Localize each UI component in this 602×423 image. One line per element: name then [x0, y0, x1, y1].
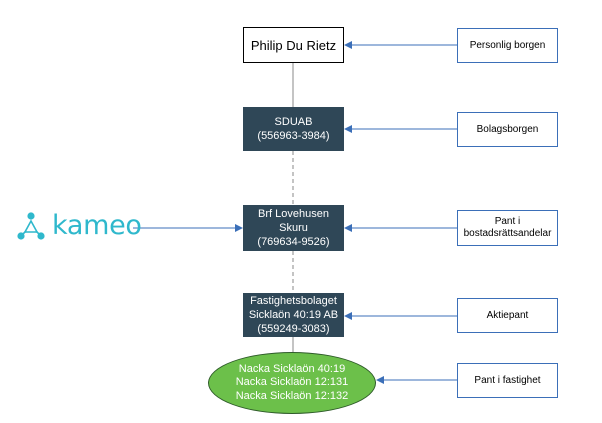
- kameo-logo: kameo: [16, 211, 142, 241]
- tenant-ownership-pledge-label-line1: Pant i: [494, 216, 521, 227]
- brf-name-line2: Skuru: [279, 222, 308, 234]
- brf-box: Brf Lovehusen Skuru (769634-9526): [243, 205, 344, 251]
- fastighetsbolaget-name-line2: Sicklaön 40:19 AB: [248, 309, 339, 321]
- fastighetsbolaget-org-number: (559249-3083): [257, 323, 330, 335]
- personal-guarantee-label: Personlig borgen: [469, 39, 546, 51]
- property-item: Nacka Sicklaön 12:131: [235, 376, 349, 389]
- tenant-ownership-pledge-label-line2: bostadsrättsandelar: [463, 228, 552, 239]
- sduab-name: SDUAB: [274, 116, 313, 128]
- kameo-wordmark: kameo: [52, 210, 142, 241]
- sduab-box: SDUAB (556963-3984): [243, 107, 344, 151]
- company-guarantee-label: Bolagsborgen: [476, 123, 539, 135]
- brf-name-line1: Brf Lovehusen: [258, 208, 329, 220]
- property-pledge-label: Pant i fastighet: [474, 374, 541, 386]
- company-guarantee-box: Bolagsborgen: [457, 112, 558, 147]
- person-box: Philip Du Rietz: [243, 27, 344, 63]
- property-pledge-box: Pant i fastighet: [457, 363, 558, 398]
- sduab-org-number: (556963-3984): [257, 130, 330, 142]
- tenant-ownership-pledge-box: Pant i bostadsrättsandelar: [457, 210, 558, 246]
- fastighetsbolaget-name-line1: Fastighetsbolaget: [250, 295, 337, 307]
- personal-guarantee-box: Personlig borgen: [457, 28, 558, 63]
- property-item: Nacka Sicklaön 40:19: [238, 362, 346, 375]
- properties-ellipse: Nacka Sicklaön 40:19 Nacka Sicklaön 12:1…: [208, 352, 376, 414]
- kameo-logo-icon: [17, 212, 45, 240]
- property-item: Nacka Sicklaön 12:132: [235, 389, 349, 402]
- fastighetsbolaget-box: Fastighetsbolaget Sicklaön 40:19 AB (559…: [243, 293, 344, 337]
- share-pledge-label: Aktiepant: [486, 309, 529, 321]
- person-name: Philip Du Rietz: [250, 37, 337, 53]
- brf-org-number: (769634-9526): [257, 236, 330, 248]
- share-pledge-box: Aktiepant: [457, 298, 558, 333]
